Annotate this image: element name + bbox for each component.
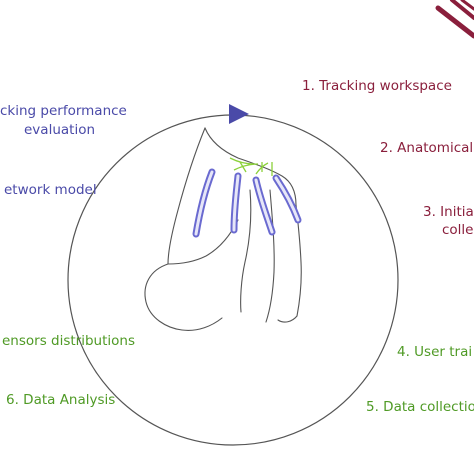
cycle-arrow-icon bbox=[229, 104, 249, 124]
step-initial-line2: colle bbox=[442, 222, 474, 238]
hand-sketch bbox=[144, 127, 302, 331]
step-tracking-workspace: 1. Tracking workspace bbox=[302, 78, 452, 94]
step-tracking-performance-line1: cking performance bbox=[0, 103, 127, 119]
cycle-circle bbox=[67, 114, 399, 446]
step-user-training: 4. User trai bbox=[397, 344, 473, 360]
step-anatomical: 2. Anatomical bbox=[380, 140, 474, 156]
sensor-strips bbox=[192, 168, 302, 238]
step-data-collection: 5. Data collectio bbox=[366, 399, 474, 415]
step-sensors-distributions: ensors distributions bbox=[2, 333, 135, 349]
corner-pen-icon bbox=[435, 0, 474, 39]
step-initial-line1: 3. Initia bbox=[423, 204, 474, 220]
step-data-analysis: 6. Data Analysis bbox=[6, 392, 116, 408]
step-network-model: etwork model bbox=[4, 182, 97, 198]
step-tracking-performance-line2: evaluation bbox=[24, 122, 96, 138]
sensor-wires bbox=[229, 157, 273, 176]
